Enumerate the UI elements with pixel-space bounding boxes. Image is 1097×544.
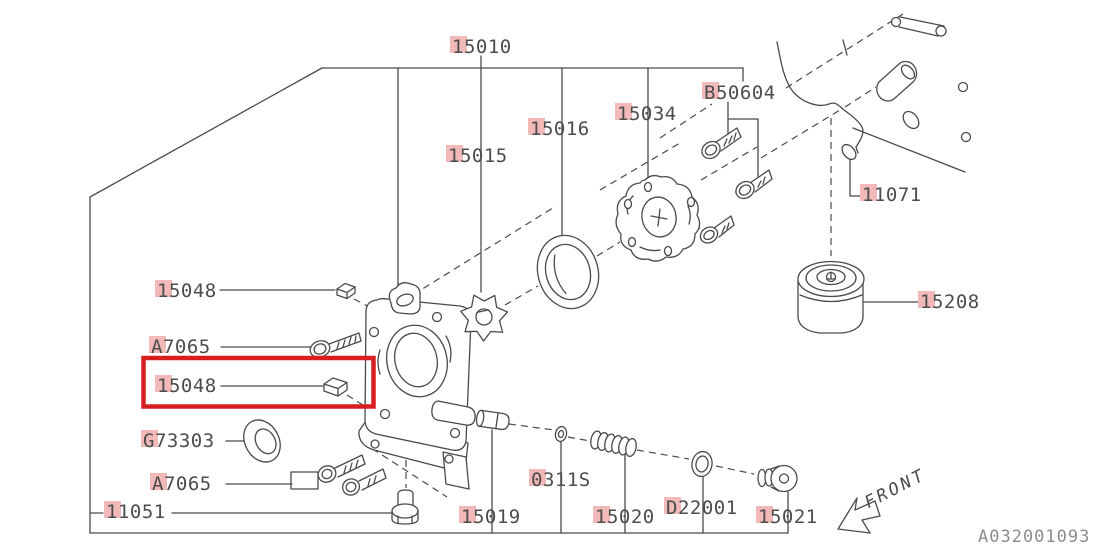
- label-highlight: [446, 145, 463, 162]
- part-label-15019: 15019: [459, 506, 521, 528]
- bolt-pair-lower: [290, 454, 387, 496]
- dowel-cylinder: [876, 60, 918, 102]
- pump-case-drawing: [358, 282, 476, 490]
- flange-screws-drawing: [699, 127, 773, 244]
- label-highlight: [918, 291, 935, 308]
- label-highlight: [702, 82, 719, 99]
- part-label-11071: 11071: [860, 184, 922, 206]
- part-label-11051: 11051: [104, 501, 166, 523]
- label-highlight: [756, 506, 773, 523]
- bolt-upper: [309, 332, 362, 358]
- part-label-15048-boxed: 15048: [155, 375, 217, 397]
- label-highlight: [528, 118, 545, 135]
- oil-filter-drawing: [797, 260, 865, 334]
- bracket-part: [890, 16, 947, 37]
- front-arrow-icon: [837, 497, 881, 534]
- part-label-d22001: D22001: [664, 497, 738, 519]
- label-highlight: [155, 375, 172, 392]
- part-label-g73303: G73303: [141, 430, 215, 452]
- pump-cover-drawing: [615, 174, 701, 262]
- part-label-15010: 15010: [450, 36, 512, 58]
- relief-spring-drawing: [590, 430, 637, 458]
- label-highlight: [529, 469, 546, 486]
- woodruff-key-lower: [323, 377, 348, 397]
- part-label-15016: 15016: [528, 118, 590, 140]
- relief-plug-15021: [757, 464, 798, 493]
- part-label-a7065-upper: A7065: [149, 336, 211, 358]
- washer-0311s: [554, 425, 568, 443]
- engine-block-sketch: [776, 16, 972, 173]
- label-highlight: [149, 336, 166, 353]
- outer-rotor-drawing: [536, 234, 600, 310]
- inner-rotor-drawing: [460, 294, 509, 342]
- label-highlight: [593, 506, 610, 523]
- label-highlight: [459, 506, 476, 523]
- part-label-15020: 15020: [593, 506, 655, 528]
- label-highlight: [141, 430, 158, 447]
- woodruff-key-upper: [336, 282, 356, 300]
- part-label-15034: 15034: [615, 103, 677, 125]
- label-highlight: [150, 473, 167, 490]
- label-highlight: [615, 103, 632, 120]
- drawing-code: A032001093: [978, 527, 1091, 544]
- oil-seal-drawing: [243, 419, 281, 463]
- part-label-0311s: 0311S: [529, 469, 591, 491]
- part-label-b50604: B50604: [702, 82, 776, 104]
- stud-11071: [841, 143, 857, 161]
- part-label-15048-upper: 15048: [155, 280, 217, 302]
- part-label-15015: 15015: [446, 145, 508, 167]
- label-highlight: [155, 280, 172, 297]
- relief-valve-piston: [475, 409, 510, 431]
- diagram-frame: [89, 67, 789, 534]
- label-highlight: [860, 184, 877, 201]
- drain-plug-drawing: [391, 489, 419, 525]
- label-highlight: [664, 497, 681, 514]
- label-highlight: [450, 36, 467, 53]
- highlight-box: [141, 355, 376, 409]
- part-label-15021: 15021: [756, 506, 818, 528]
- label-highlight: [104, 501, 121, 518]
- leader-lines: [89, 55, 919, 534]
- seal-ring-d22001: [691, 450, 713, 478]
- part-label-a7065-lower: A7065: [150, 473, 212, 495]
- part-label-15208: 15208: [918, 291, 980, 313]
